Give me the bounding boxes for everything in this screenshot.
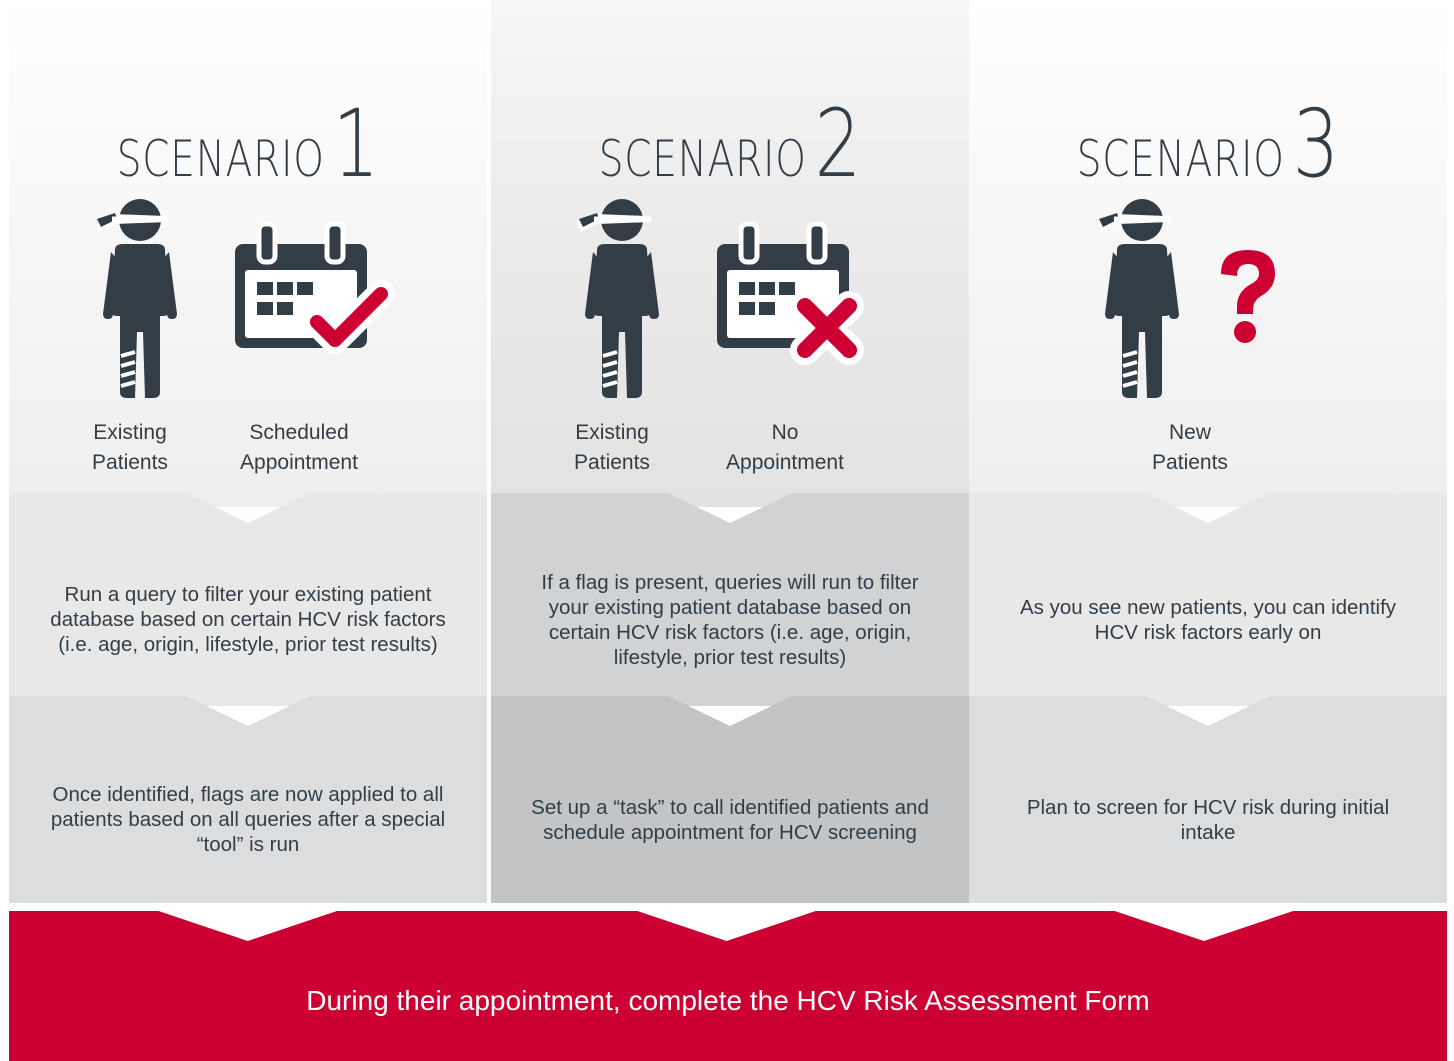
scenario-header-2: SCENARIO2 Existing Patients No Appointme… — [491, 0, 969, 507]
label-existing-patients: Existing Patients — [574, 421, 650, 474]
scenario-2-step-1: If a flag is present, queries will run t… — [491, 493, 969, 706]
calendar-check-icon — [231, 222, 395, 354]
scenario-3-step-1: As you see new patients, you can identif… — [969, 493, 1447, 706]
label-no-appointment: No Appointment — [726, 421, 844, 474]
footer-banner: During their appointment, complete the H… — [9, 911, 1447, 1061]
scenario-column-1: SCENARIO1 Existing Patients Scheduled Ap… — [9, 0, 487, 903]
injured-patient-icon — [567, 192, 677, 402]
scenario-header-3: SCENARIO3 New Patients — [969, 0, 1447, 507]
injured-patient-icon — [1087, 192, 1197, 402]
scenario-title-2: SCENARIO2 — [598, 90, 862, 199]
calendar-x-icon — [713, 222, 864, 365]
injured-patient-icon — [85, 192, 195, 402]
scenario-column-3: SCENARIO3 New Patients As you see new pa… — [969, 0, 1447, 903]
scenario-1-step-1: Run a query to filter your existing pati… — [9, 493, 487, 706]
label-new-patients: New Patients — [1152, 421, 1228, 474]
scenario-title-1: SCENARIO1 — [116, 90, 380, 199]
footer-text: During their appointment, complete the H… — [306, 985, 1150, 1016]
scenario-2-step-2: Set up a “task” to call identified patie… — [491, 696, 969, 903]
scenario-column-2: SCENARIO2 Existing Patients No Appointme… — [491, 0, 969, 903]
label-existing-patients: Existing Patients — [92, 421, 168, 474]
label-scheduled-appointment: Scheduled Appointment — [240, 421, 358, 474]
scenario-title-3: SCENARIO3 — [1076, 90, 1340, 199]
scenario-header-1: SCENARIO1 Existing Patients Scheduled Ap… — [9, 0, 487, 507]
scenario-3-step-2: Plan to screen for HCV risk during initi… — [969, 696, 1447, 903]
scenario-1-step-2: Once identified, flags are now applied t… — [9, 696, 487, 903]
question-mark-icon — [1221, 250, 1275, 343]
